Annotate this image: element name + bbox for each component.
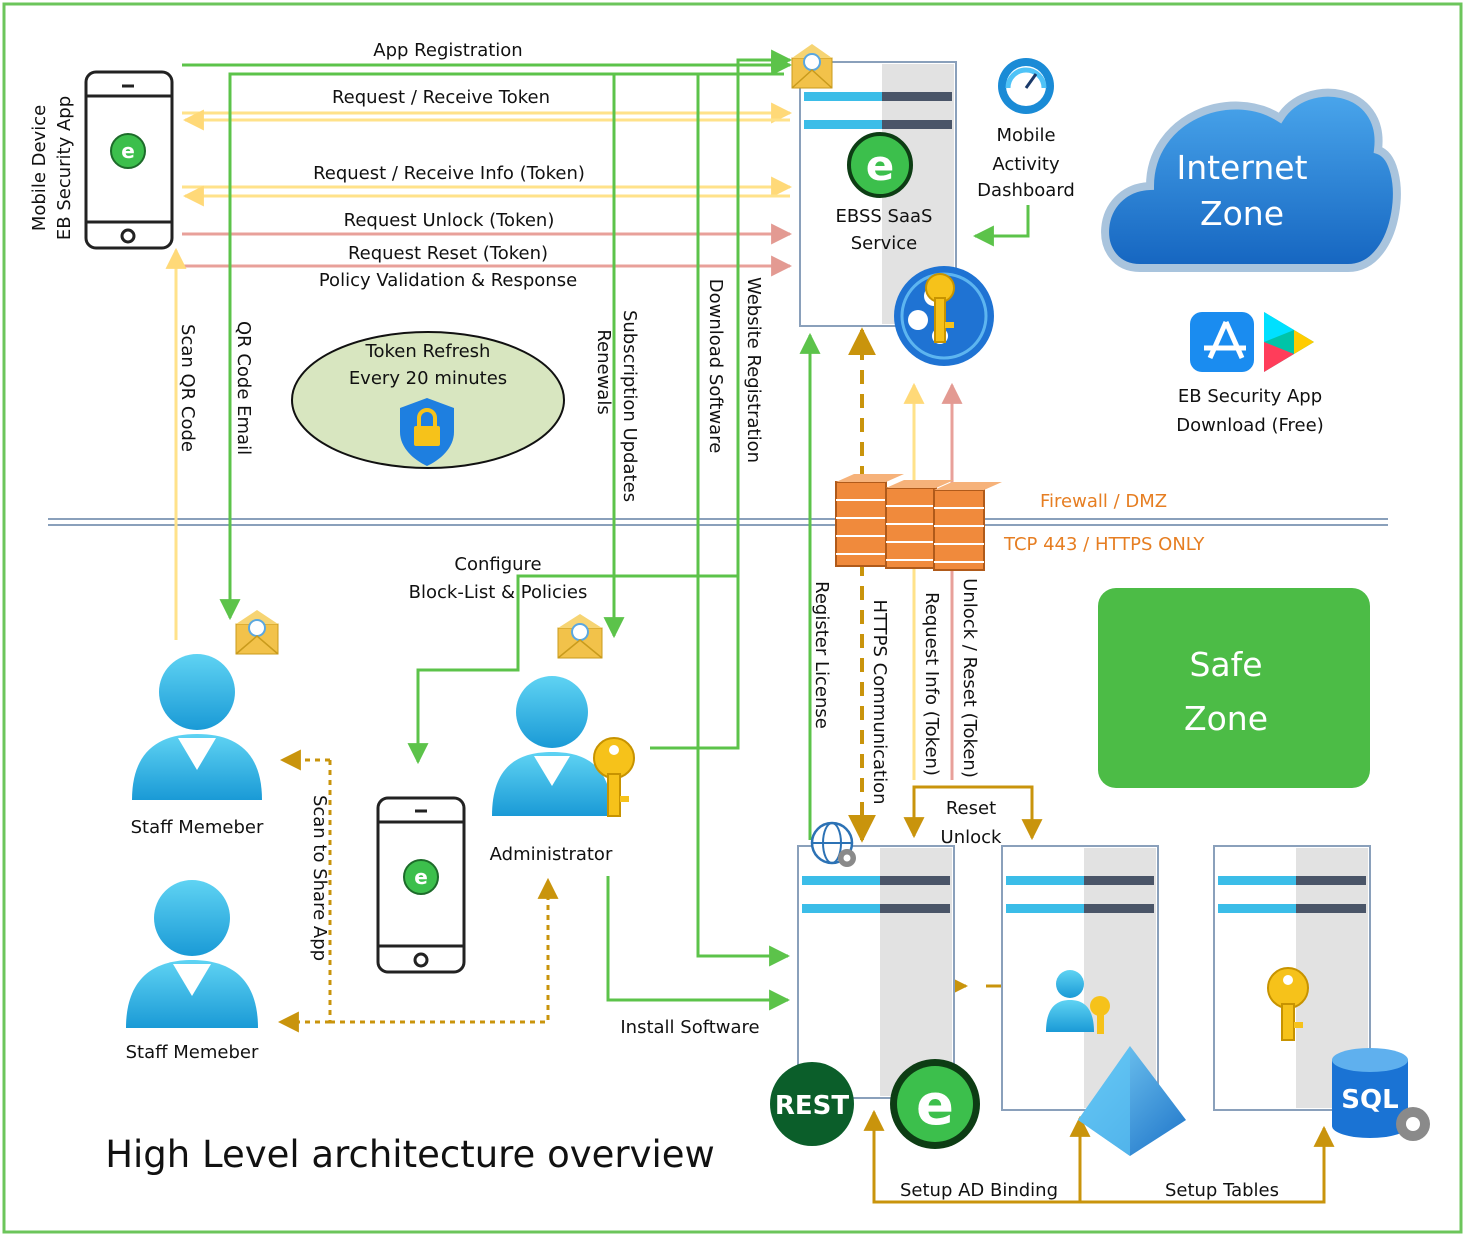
sql-label: SQL	[1341, 1085, 1398, 1115]
safe-zone-box	[1098, 588, 1370, 788]
ebss-logo-icon: e	[414, 865, 428, 889]
flow-label-qr-code-email: QR Code Email	[233, 321, 254, 455]
flow-label-request-receive-token: Request / Receive Token	[332, 87, 550, 108]
dashboard-gauge-icon	[998, 58, 1054, 114]
flow-label-request-unlock: Request Unlock (Token)	[344, 210, 555, 231]
flow-label-subscription-updates: Subscription Updates	[619, 310, 640, 502]
mobile-device-middle: e	[376, 796, 466, 974]
flow-label-reset: Reset	[946, 798, 996, 819]
safe-zone-label-2: Zone	[1184, 699, 1268, 738]
flow-label-setup-tables: Setup Tables	[1165, 1180, 1279, 1201]
flow-label-https-communication: HTTPS Communication	[869, 599, 890, 804]
mobile-device-app-label: EB Security App	[54, 96, 75, 240]
admin-user-key-icon	[1046, 970, 1110, 1034]
flow-label-unlock-reset-token: Unlock / Reset (Token)	[959, 578, 980, 778]
flow-label-scan-to-share: Scan to Share App	[309, 795, 330, 961]
staff-member-label-1: Staff Memeber	[131, 817, 264, 838]
email-icon	[791, 44, 833, 89]
internet-zone-label-2: Zone	[1200, 194, 1284, 233]
flow-label-unlock: Unlock	[941, 827, 1002, 848]
dashboard-label-2: Activity	[992, 154, 1060, 175]
staff-member-avatar-1	[132, 654, 262, 800]
flow-label-policy-validation: Policy Validation & Response	[319, 270, 577, 291]
safe-zone-label-1: Safe	[1189, 645, 1262, 684]
email-icon	[557, 614, 603, 659]
email-icon	[235, 610, 279, 655]
staff-member-label-2: Staff Memeber	[126, 1042, 259, 1063]
staff-member-avatar-2	[126, 880, 258, 1028]
key-icon	[1267, 967, 1309, 1041]
ebss-label: EBSS SaaS	[836, 206, 933, 227]
administrator-avatar	[492, 676, 612, 816]
internet-zone-cloud	[1101, 88, 1401, 272]
flow-label-scan-qr-code: Scan QR Code	[177, 324, 198, 452]
dashboard-label-1: Mobile	[996, 125, 1055, 146]
web-globe-gear-icon	[810, 821, 856, 867]
ebss-logo-icon: e	[866, 141, 895, 190]
flow-label-install-software: Install Software	[620, 1017, 759, 1038]
app-download-label-2: Download (Free)	[1176, 415, 1323, 436]
flow-label-renewals: Renewals	[593, 329, 614, 414]
rest-label: REST	[775, 1091, 850, 1121]
flow-label-request-receive-info: Request / Receive Info (Token)	[313, 163, 585, 184]
connectors	[165, 49, 1335, 1204]
diagram-title: High Level architecture overview	[105, 1133, 715, 1176]
ebss-logo-large-icon: e	[890, 1059, 980, 1149]
token-refresh-label-1: Token Refresh	[365, 341, 491, 362]
sql-database-icon	[1332, 1048, 1430, 1141]
flow-label-block-list-policies: Block-List & Policies	[409, 582, 588, 603]
app-identity-globe-icon	[894, 266, 994, 366]
flow-label-download-software: Download Software	[705, 279, 726, 454]
app-store-icon	[1190, 312, 1254, 372]
firewall-protocol-label: TCP 443 / HTTPS ONLY	[1003, 534, 1205, 555]
rest-badge	[770, 1062, 854, 1146]
admin-key-icon	[593, 737, 635, 817]
firewall-icon	[835, 474, 1002, 571]
token-refresh-label-2: Every 20 minutes	[349, 368, 507, 389]
ebss-service-label: Service	[851, 233, 918, 254]
flow-label-setup-ad-binding: Setup AD Binding	[900, 1180, 1058, 1201]
onprem-server-1	[797, 845, 955, 1099]
app-download-label-1: EB Security App	[1178, 386, 1322, 407]
ebss-logo-icon: e	[121, 139, 135, 163]
azure-ad-pyramid-icon	[1078, 1046, 1186, 1156]
flow-label-configure: Configure	[454, 554, 541, 575]
dashboard-label-3: Dashboard	[977, 180, 1075, 201]
flow-label-app-registration: App Registration	[373, 40, 522, 61]
internet-zone-label-1: Internet	[1176, 148, 1307, 187]
firewall-dmz-label: Firewall / DMZ	[1040, 491, 1167, 512]
flow-label-register-license: Register License	[811, 581, 832, 729]
flow-label-website-registration: Website Registration	[743, 277, 764, 463]
mobile-device-label: Mobile Device	[29, 105, 50, 231]
administrator-label: Administrator	[490, 844, 613, 865]
flow-label-request-info-token: Request Info (Token)	[921, 592, 942, 776]
shield-lock-icon	[400, 398, 454, 466]
flow-label-request-reset: Request Reset (Token)	[348, 243, 548, 264]
svg-text:e: e	[916, 1073, 954, 1138]
mobile-device-top: e	[84, 70, 174, 250]
play-store-icon	[1264, 312, 1314, 372]
